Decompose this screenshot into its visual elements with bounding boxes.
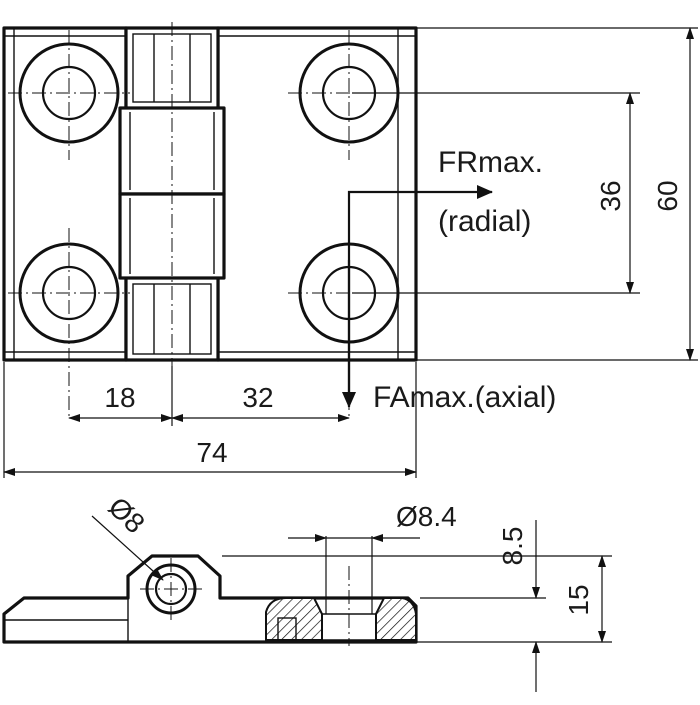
top-view-dimensions: 18 32 74 36 60: [3, 27, 698, 478]
hinge-top-view: FRmax. (radial) FAmax.(axial): [2, 22, 556, 420]
thickness-dim-label: 15: [563, 584, 594, 615]
force-arrows: [342, 185, 493, 408]
hole-diameter-label: Ø8.4: [396, 501, 457, 532]
radial-force-sublabel: (radial): [438, 205, 531, 238]
dim-label-18: 18: [104, 382, 135, 413]
offset-dim-label: 8.5: [497, 527, 528, 566]
axial-force-label: FAmax.(axial): [373, 381, 556, 414]
dim-label-36: 36: [595, 180, 626, 211]
hinge-side-view: [2, 554, 418, 646]
pin-diameter-leader: [91, 515, 164, 581]
side-view-body: [2, 554, 418, 644]
countersunk-hole-section: [265, 597, 417, 641]
dim-label-74: 74: [196, 437, 227, 468]
dim-label-32: 32: [242, 382, 273, 413]
dim-label-60: 60: [652, 180, 683, 211]
radial-force-label: FRmax.: [438, 146, 543, 179]
knuckle-segments: [4, 27, 416, 361]
